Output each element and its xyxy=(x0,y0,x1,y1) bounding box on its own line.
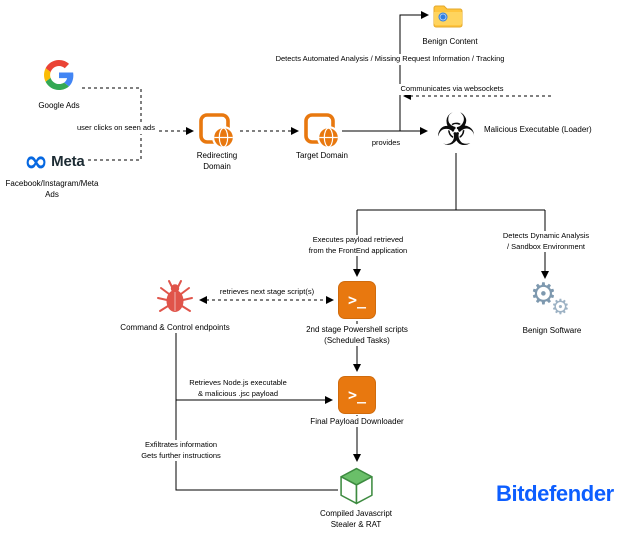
meta-ads-label: Facebook/Instagram/Meta Ads xyxy=(3,178,101,201)
malicious-executable-label: Malicious Executable (Loader) xyxy=(482,124,594,136)
provides-label: provides xyxy=(369,138,403,149)
cc-bug-icon xyxy=(155,278,195,323)
executes-payload-label: Executes payload retrieved from the Fron… xyxy=(306,235,410,256)
exfiltrates-label: Exfiltrates information Gets further ins… xyxy=(139,440,223,461)
google-ads-label: Google Ads xyxy=(36,100,82,112)
edge-target-to-benign-content xyxy=(399,11,429,131)
benign-content-label: Benign Content xyxy=(420,36,480,48)
gear-large-icon: ⚙ xyxy=(530,277,557,312)
meta-wordmark: Meta xyxy=(51,153,85,170)
user-clicks-label: user clicks on seen ads xyxy=(75,123,157,134)
command-control-label: Command & Control endpoints xyxy=(118,322,232,334)
compiled-js-cube-icon xyxy=(338,466,375,511)
redirecting-domain-label: Redirecting Domain xyxy=(194,150,240,173)
biohazard-icon: ☣ xyxy=(435,103,477,156)
retrieves-nodejs-label: Retrieves Node.js executable & malicious… xyxy=(187,378,289,399)
target-domain-icon xyxy=(304,113,340,154)
websockets-label: Communicates via websockets xyxy=(398,84,506,95)
edge-cube-to-cc-exfil xyxy=(172,324,338,491)
gear-small-icon: ⚙ xyxy=(551,295,570,319)
google-logo-icon xyxy=(44,60,74,95)
benign-software-label: Benign Software xyxy=(520,325,584,337)
meta-infinity-icon: ∞ xyxy=(24,144,49,178)
powershell-2nd-stage-icon: >_ xyxy=(338,281,376,319)
compiled-js-label: Compiled Javascript Stealer & RAT xyxy=(317,508,395,531)
edge-google-ads-dashed xyxy=(82,87,142,131)
powershell-2nd-stage-label: 2nd stage Powershell scripts (Scheduled … xyxy=(304,324,410,347)
retrieves-next-stage-label: retrieves next stage script(s) xyxy=(217,287,317,298)
final-payload-downloader-icon: >_ xyxy=(338,376,376,414)
target-domain-label: Target Domain xyxy=(293,150,351,162)
detects-automated-label: Detects Automated Analysis / Missing Req… xyxy=(273,54,507,65)
redirecting-domain-icon xyxy=(199,113,235,154)
meta-logo: ∞ Meta xyxy=(24,147,85,176)
benign-content-folder-icon xyxy=(433,4,463,33)
edge-loader-branch xyxy=(357,153,545,211)
powershell-prompt-glyph: >_ xyxy=(347,291,367,309)
final-payload-downloader-label: Final Payload Downloader xyxy=(308,416,406,428)
detects-dynamic-label: Detects Dynamic Analysis / Sandbox Envir… xyxy=(500,231,592,252)
bitdefender-logo: Bitdefender xyxy=(496,481,614,506)
benign-software-gears-icon: ⚙ ⚙ xyxy=(530,277,574,322)
edge-meta-ads-dashed xyxy=(88,132,142,161)
powershell-prompt-glyph: >_ xyxy=(347,386,367,404)
